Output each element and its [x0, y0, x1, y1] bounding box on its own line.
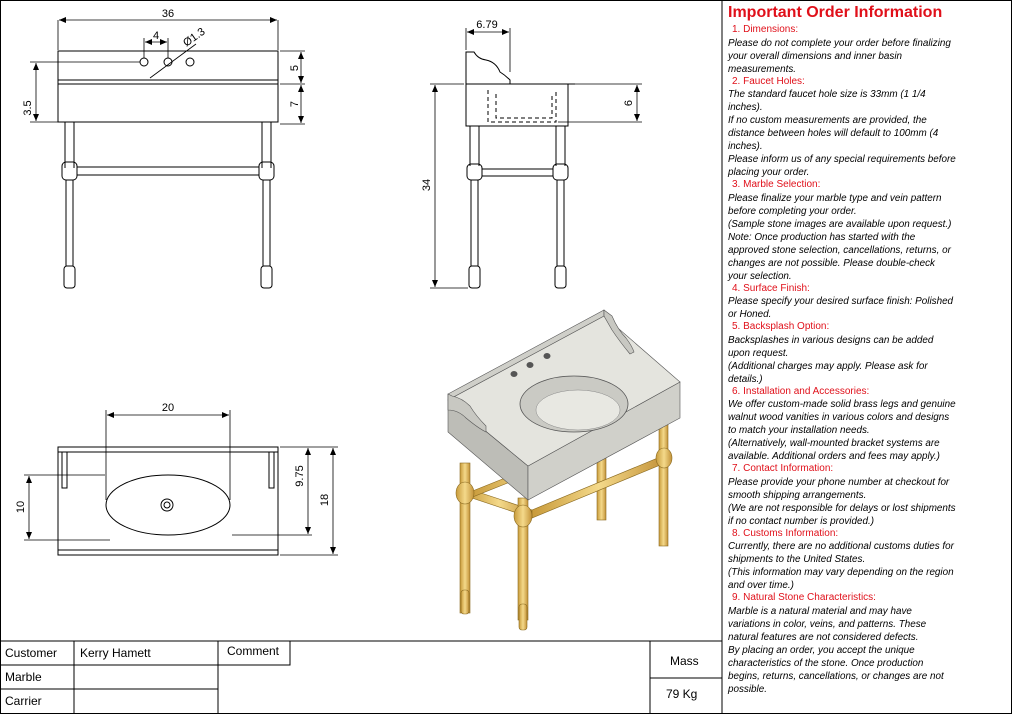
side-depth-label: 6.79 [476, 19, 497, 31]
info-section-body: Marble is a natural material and may hav… [728, 605, 944, 695]
info-section-heading: 2. Faucet Holes: [732, 75, 805, 87]
info-section: 5. Backsplash Option: Backsplashes in var… [726, 321, 1006, 386]
overall-height-label: 34 [421, 179, 433, 191]
customer-label: Customer [5, 646, 58, 660]
info-section: 3. Marble Selection: Please finalize your… [726, 179, 1006, 283]
info-section: 8. Customs Information: Currently, there … [726, 528, 1006, 593]
side-view [465, 51, 575, 289]
top-overall-depth-label: 18 [319, 494, 331, 506]
apron-height-label: 7 [289, 101, 301, 107]
isometric-view [447, 309, 681, 631]
top-view-dimensions [24, 410, 338, 556]
info-section: 6. Installation and Accessories: We offer… [726, 386, 1006, 464]
side-view-dimensions [430, 28, 642, 289]
info-section-body: Currently, there are no additional custo… [728, 541, 954, 591]
mass-value: 79 Kg [666, 687, 698, 701]
info-section-body: Please do not complete your order before… [728, 37, 951, 75]
info-section-heading: 6. Installation and Accessories: [732, 385, 870, 397]
carrier-label: Carrier [5, 694, 42, 708]
info-section-body: Backsplashes in various designs can be a… [728, 334, 934, 385]
info-section-body: The standard faucet hole size is 33mm (1… [728, 89, 956, 178]
info-section: 4. Surface Finish: Please specify your de… [726, 283, 1006, 322]
info-section: 7. Contact Information: Please provide yo… [726, 463, 1006, 528]
info-section-heading: 5. Backsplash Option: [732, 321, 830, 332]
customer-value[interactable]: Kerry Hamett [80, 646, 151, 660]
info-section-heading: 1. Dimensions: [732, 24, 799, 35]
title-block-grid [0, 640, 722, 714]
basin-depth-label: 6 [623, 100, 635, 106]
front-width-label: 36 [162, 8, 174, 20]
order-info-title: Important Order Information [728, 4, 943, 21]
comment-label: Comment [227, 644, 280, 658]
mass-label: Mass [670, 654, 699, 668]
top-view [57, 446, 279, 556]
info-section: 9. Natural Stone Characteristics: Marble … [726, 592, 1006, 696]
front-left-dim-label: 3.5 [22, 100, 34, 115]
info-section: 1. Dimensions: Please do not complete you… [726, 24, 1006, 76]
top-basin-depth-label: 9.75 [294, 465, 306, 486]
order-info-sections: 1. Dimensions: Please do not complete you… [726, 24, 1006, 696]
info-section-heading: 7. Contact Information: [732, 463, 834, 474]
info-section-body: We offer custom-made solid brass legs an… [728, 399, 956, 462]
info-section: 2. Faucet Holes: The standard faucet hole… [726, 76, 1006, 180]
info-section-body: Please finalize your marble type and vei… [728, 192, 952, 282]
info-section-body: Please provide your phone number at chec… [728, 476, 956, 527]
info-section-heading: 8. Customs Information: [732, 527, 839, 539]
hole-diameter-label: Ø1.3 [181, 26, 207, 50]
backsplash-height-label: 5 [289, 65, 301, 71]
front-view-dimensions [30, 17, 305, 125]
top-left-dim-label: 10 [15, 501, 27, 513]
hole-spacing-label: 4 [153, 30, 159, 42]
marble-label: Marble [5, 670, 42, 684]
order-info-panel: Important Order Information 1. Dimension… [726, 4, 1006, 712]
info-section-body: Please specify your desired surface fini… [728, 296, 954, 320]
info-section-heading: 9. Natural Stone Characteristics: [732, 592, 876, 603]
front-view [57, 50, 279, 289]
info-section-heading: 3. Marble Selection: [732, 179, 821, 190]
info-section-heading: 4. Surface Finish: [732, 282, 810, 294]
top-basin-width-label: 20 [162, 402, 174, 414]
